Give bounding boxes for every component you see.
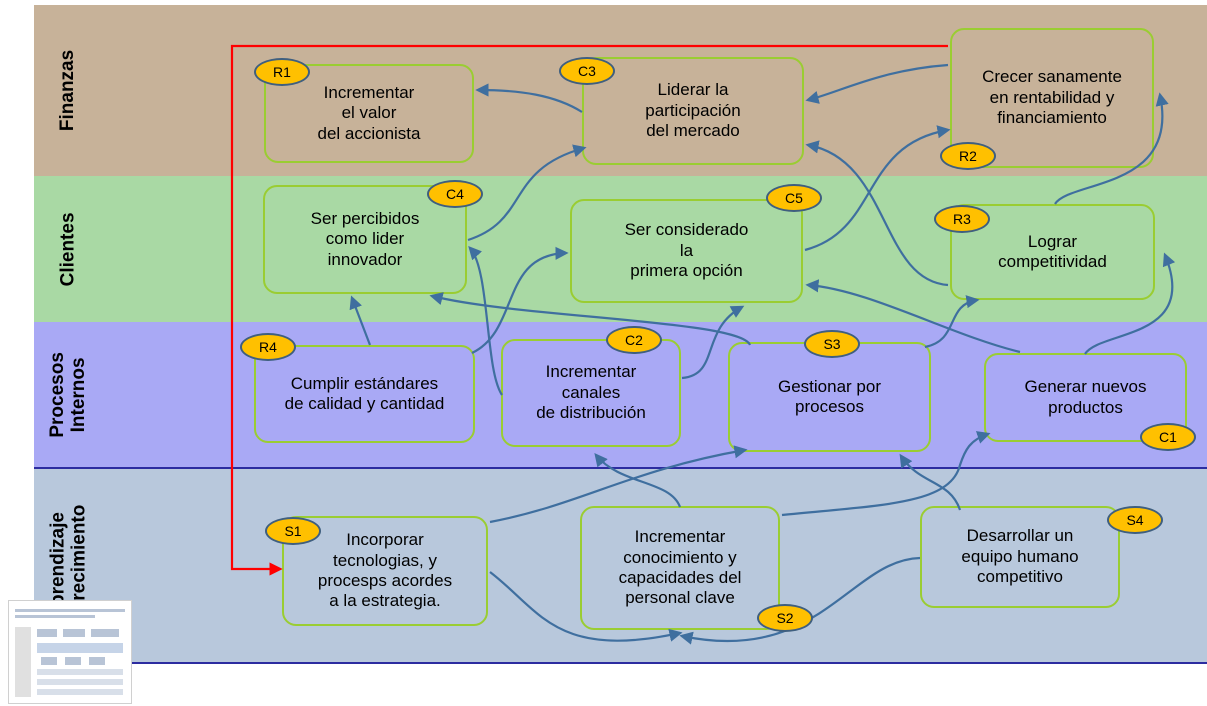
node-label: Ser considerado la primera opción xyxy=(624,220,749,281)
arrow-s2-c1 xyxy=(781,431,991,517)
node-label: Crecer sanamente en rentabilidad y finan… xyxy=(982,67,1122,128)
node-c3: Liderar la participación del mercado xyxy=(582,57,804,165)
badge-r1: R1 xyxy=(254,58,310,86)
red-connector xyxy=(230,44,948,576)
node-r3: Lograr competitividad xyxy=(950,204,1155,300)
badge-c1: C1 xyxy=(1140,423,1196,451)
node-c4: Ser percibidos como lider innovador xyxy=(263,185,467,294)
badge-label: S3 xyxy=(823,336,841,352)
arrow-c2-c5 xyxy=(681,305,745,380)
badge-s4: S4 xyxy=(1107,506,1163,534)
node-label: Liderar la participación del mercado xyxy=(645,80,741,141)
arrow-c4-c3 xyxy=(467,144,587,242)
arrow-s1-s2 xyxy=(489,571,683,642)
arrow-s3-c4 xyxy=(429,292,752,346)
lane-bottom-border xyxy=(34,662,1207,664)
badge-label: C2 xyxy=(625,332,643,348)
node-r2: Crecer sanamente en rentabilidad y finan… xyxy=(950,28,1154,168)
arrow-c1-c5 xyxy=(805,279,1021,354)
badge-label: R3 xyxy=(953,211,971,227)
figure-thumbnail xyxy=(8,600,132,704)
badge-r3: R3 xyxy=(934,205,990,233)
badge-label: C4 xyxy=(446,186,464,202)
node-label: Lograr competitividad xyxy=(998,231,1107,271)
node-label: Cumplir estándares de calidad y cantidad xyxy=(284,373,445,413)
arrow-s4-s3 xyxy=(899,453,962,511)
lane-aprendizaje-band xyxy=(34,467,1207,664)
node-label: Ser percibidos como lider innovador xyxy=(310,208,420,269)
badge-label: S2 xyxy=(776,610,794,626)
badge-label: S1 xyxy=(284,523,302,539)
arrow-s1-s3 xyxy=(489,445,748,524)
node-c5: Ser considerado la primera opción xyxy=(570,199,803,303)
node-label: Incrementar canales de distribución xyxy=(536,362,646,423)
arrow-s4-s2 xyxy=(679,556,921,645)
arrow-c1-r3 xyxy=(1084,252,1176,355)
node-r4: Cumplir estándares de calidad y cantidad xyxy=(254,345,475,443)
arrow-r3-c3 xyxy=(805,140,949,287)
node-s4: Desarrollar un equipo humano competitivo xyxy=(920,506,1120,608)
node-label: Gestionar por procesos xyxy=(778,376,881,416)
badge-label: C1 xyxy=(1159,429,1177,445)
badge-label: C3 xyxy=(578,63,596,79)
badge-c2: C2 xyxy=(606,326,662,354)
arrow-r4-c4 xyxy=(349,295,372,346)
arrow-r3-r2 xyxy=(1054,92,1169,205)
badge-c4: C4 xyxy=(427,180,483,208)
badge-r2: R2 xyxy=(940,142,996,170)
badge-label: C5 xyxy=(785,190,803,206)
arrow-c2-c4 xyxy=(468,246,503,396)
badge-label: S4 xyxy=(1126,512,1144,528)
lane-divider xyxy=(34,467,1207,469)
badge-s2: S2 xyxy=(757,604,813,632)
arrow-s2-c2 xyxy=(594,452,682,508)
badge-c3: C3 xyxy=(559,57,615,85)
node-label: Incrementar el valor del accionista xyxy=(317,82,421,143)
badge-c5: C5 xyxy=(766,184,822,212)
badge-s1: S1 xyxy=(265,517,321,545)
node-r1: Incrementar el valor del accionista xyxy=(264,64,474,163)
badge-label: R4 xyxy=(259,339,277,355)
arrow-s3-r3 xyxy=(924,295,980,349)
node-label: Incorporar tecnologias, y procesps acord… xyxy=(317,530,453,611)
node-label: Desarrollar un equipo humano competitivo xyxy=(961,526,1079,587)
badge-label: R1 xyxy=(273,64,291,80)
arrow-r4-c5 xyxy=(471,246,569,354)
badge-label: R2 xyxy=(959,148,977,164)
arrow-c5-r2 xyxy=(804,125,951,252)
lane-finanzas-band xyxy=(34,5,1207,176)
badge-s3: S3 xyxy=(804,330,860,358)
node-label: Generar nuevos productos xyxy=(1024,377,1147,417)
node-s1: Incorporar tecnologias, y procesps acord… xyxy=(282,516,488,626)
badge-r4: R4 xyxy=(240,333,296,361)
arrow-c3-r1 xyxy=(475,83,583,113)
node-label: Incrementar conocimiento y capacidades d… xyxy=(618,527,742,608)
arrow-r2-c3 xyxy=(805,63,949,104)
